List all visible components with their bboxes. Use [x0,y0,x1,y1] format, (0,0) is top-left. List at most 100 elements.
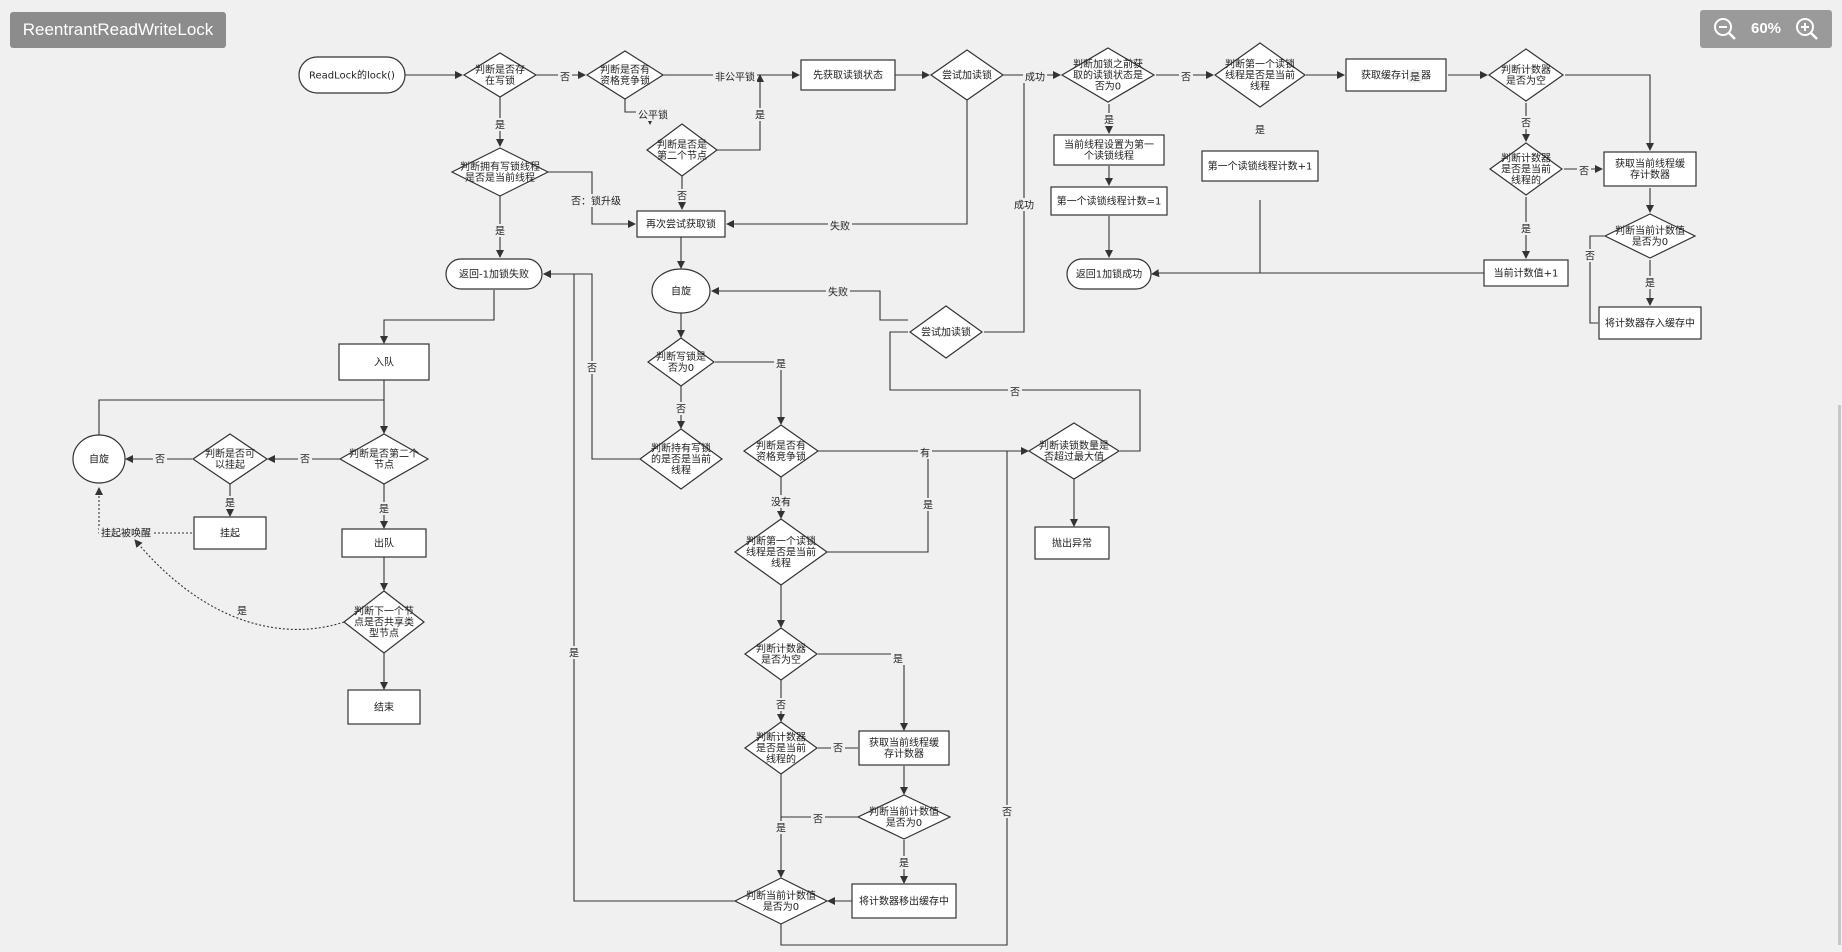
svg-text:是: 是 [1521,224,1531,236]
node-spin-mid[interactable]: 自旋 [651,268,711,314]
edge-label: 是 [223,496,237,510]
node-ret-fail[interactable]: 返回-1加锁失败 [445,258,543,290]
vertical-scrollbar[interactable] [1838,405,1841,945]
svg-text:否：锁升级: 否：锁升级 [571,195,621,208]
edge-label: 是 [567,646,581,660]
svg-text:是: 是 [893,654,903,666]
node-get-cache[interactable]: 获取缓存计数器 [1345,58,1447,92]
node-try-read2[interactable]: 尝试加读锁 [908,305,984,359]
node-label: 判断计数器 [756,642,806,655]
node-label: 判断是否存 [475,63,525,76]
node-label: 第一个读锁线程计数+1 [1208,160,1313,173]
edge-label: 否 [1583,249,1597,263]
diagram-title-button[interactable]: ReentrantReadWriteLock [10,12,226,48]
node-retry[interactable]: 再次尝试获取锁 [636,210,726,238]
svg-text:否: 否 [1181,72,1191,84]
edge-label: 失败 [828,219,852,233]
node-throw[interactable]: 抛出异常 [1034,526,1110,560]
node-spin-left[interactable]: 自旋 [72,434,126,484]
node-label: 出队 [374,537,394,550]
edge-label: 否 [831,741,845,755]
edge-label: 成功 [1023,70,1047,84]
connector [827,451,929,553]
node-label: 是否是当前 [756,742,806,755]
node-end[interactable]: 结束 [347,689,421,725]
node-first-get[interactable]: 先获取读锁状态 [800,59,896,91]
svg-text:成功: 成功 [1014,200,1034,212]
node-cur-inc[interactable]: 当前计数值+1 [1483,259,1569,287]
node-label: 判断当前计数值 [1615,224,1685,237]
svg-text:否: 否 [1010,387,1020,399]
node-label: 否为0 [1095,81,1121,93]
node-start[interactable]: ReadLock的lock() [298,56,406,94]
node-label: 否超过最大值 [1044,450,1104,463]
svg-text:是: 是 [1410,72,1420,84]
svg-text:否: 否 [833,743,843,755]
edge-label: 是 [493,224,507,238]
node-label: 先获取读锁状态 [813,69,883,82]
node-label: 型节点 [369,627,399,640]
edge-label: 有 [918,446,932,460]
edge-label: 否 [1000,805,1014,819]
edge-label: 是 [377,502,391,516]
node-label: 获取当前线程缓 [1615,157,1685,170]
edge-label: 是 [774,357,788,371]
node-label: 挂起 [220,527,240,540]
connector [717,74,764,151]
node-label: 是否是当前 [1501,163,1551,176]
svg-text:挂起被唤醒: 挂起被唤醒 [101,527,151,540]
node-label: 线程 [771,557,791,570]
node-first-inc[interactable]: 第一个读锁线程计数+1 [1201,150,1319,182]
edge-label: 非公平锁 [713,70,757,84]
node-label: 判断第一个读锁 [746,535,816,548]
node-dequeue[interactable]: 出队 [341,528,427,558]
node-save-cache[interactable]: 将计数器存入缓存中 [1598,306,1702,340]
edge-label: 否 [558,70,572,84]
zoom-out-icon[interactable] [1712,16,1738,42]
svg-text:是: 是 [225,498,235,510]
connector [1589,235,1604,324]
svg-text:有: 有 [920,447,930,460]
node-park[interactable]: 挂起 [193,516,267,550]
connector [380,290,495,344]
node-label: 资格竞争锁 [756,450,806,463]
node-label: 将计数器移出缓存中 [859,895,949,908]
zoom-in-icon[interactable] [1794,16,1820,42]
node-label: 否为0 [668,362,694,374]
node-remove-cache[interactable]: 将计数器移出缓存中 [851,883,957,919]
edge-label: 是 [1519,222,1533,236]
node-label: 线程是否是当前 [1225,69,1295,82]
node-first-count1[interactable]: 第一个读锁线程计数=1 [1050,186,1168,216]
node-try-read[interactable]: 尝试加读锁 [929,49,1005,101]
node-label: 自旋 [89,453,109,466]
connector [984,75,1025,333]
edge-label: 是 [921,498,935,512]
node-ret-ok[interactable]: 返回1加锁成功 [1066,258,1152,290]
svg-text:非公平锁: 非公平锁 [715,71,755,84]
node-enqueue[interactable]: 入队 [338,343,430,381]
